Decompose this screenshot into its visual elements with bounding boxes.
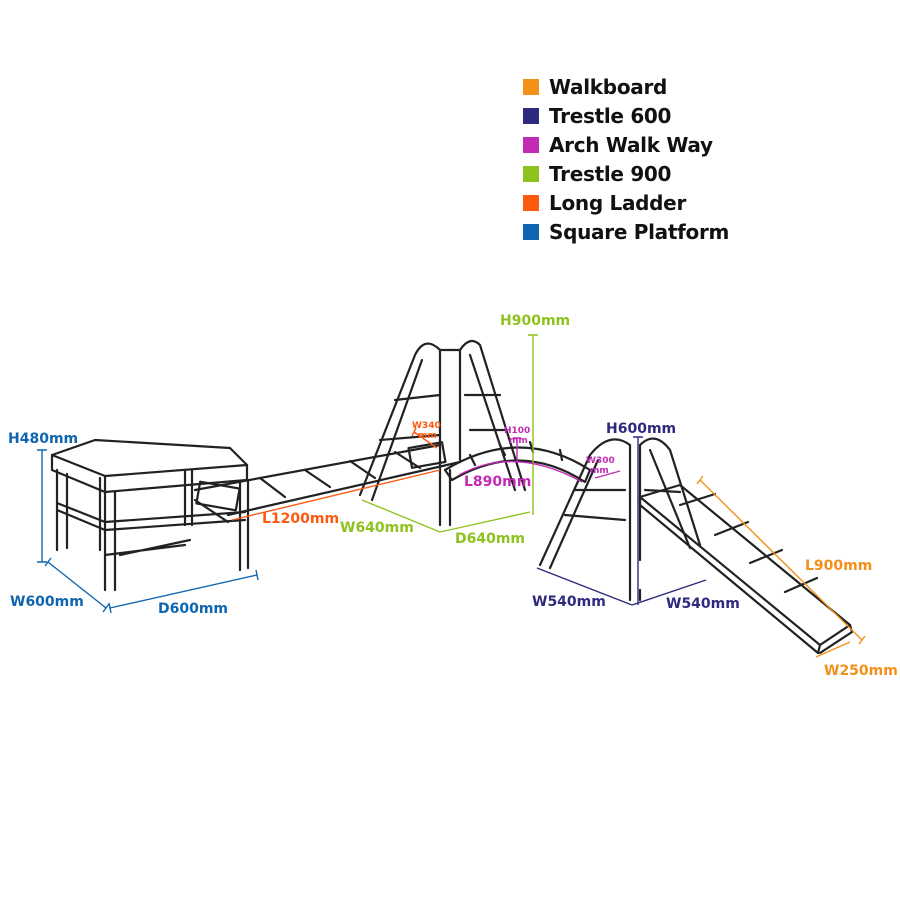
swatch-square-platform	[523, 223, 539, 240]
arch-width-label: W300	[586, 456, 615, 466]
arch-width-unit: mm	[590, 466, 609, 476]
trestle600-height-label: H600mm	[606, 421, 676, 437]
ladder-width-label: W340	[412, 421, 441, 431]
arch-height-label: H100	[504, 426, 530, 436]
platform-height-label: H480mm	[8, 431, 78, 447]
trestle900-width-label: W640mm	[340, 520, 414, 536]
legend-item-walkboard: Walkboard	[523, 72, 729, 101]
swatch-arch	[523, 136, 539, 153]
legend-item-square-platform: Square Platform	[523, 217, 729, 246]
legend-label: Long Ladder	[549, 190, 687, 215]
legend-label: Square Platform	[549, 219, 730, 244]
platform-width-label: W600mm	[10, 594, 84, 610]
legend-label: Walkboard	[549, 74, 668, 99]
swatch-long-ladder	[523, 194, 539, 211]
swatch-trestle-900	[523, 165, 539, 182]
legend-item-trestle-600: Trestle 600	[523, 101, 729, 130]
arch-walk-way	[443, 440, 592, 484]
legend-item-trestle-900: Trestle 900	[523, 159, 729, 188]
square-platform	[50, 438, 250, 592]
legend-item-long-ladder: Long Ladder	[523, 188, 729, 217]
legend-label: Trestle 900	[549, 161, 672, 186]
legend: Walkboard Trestle 600 Arch Walk Way Tres…	[523, 72, 729, 246]
legend-label: Arch Walk Way	[549, 132, 713, 157]
legend-item-arch-walk-way: Arch Walk Way	[523, 130, 729, 159]
platform-depth-label: D600mm	[158, 601, 228, 617]
ladder-length-label: L1200mm	[262, 511, 339, 527]
swatch-walkboard	[523, 78, 539, 95]
trestle-900	[358, 339, 527, 527]
long-ladder	[193, 441, 462, 524]
arch-length-label: L890mm	[464, 474, 531, 490]
walkboard-length-label: L900mm	[805, 558, 872, 574]
trestle900-height-label: H900mm	[500, 313, 570, 329]
swatch-trestle-600	[523, 107, 539, 124]
trestle600-width-label: W540mm	[532, 594, 606, 610]
trestle600-depth-label: W540mm	[666, 596, 740, 612]
arch-height-unit: mm	[509, 436, 528, 446]
trestle900-depth-label: D640mm	[455, 531, 525, 547]
walkboard-width-label: W250mm	[824, 663, 898, 679]
dimension-lines	[37, 334, 866, 658]
legend-label: Trestle 600	[549, 103, 672, 128]
ladder-width-unit: mm	[418, 431, 437, 441]
walkboard	[638, 483, 854, 655]
trestle-600	[538, 437, 702, 602]
